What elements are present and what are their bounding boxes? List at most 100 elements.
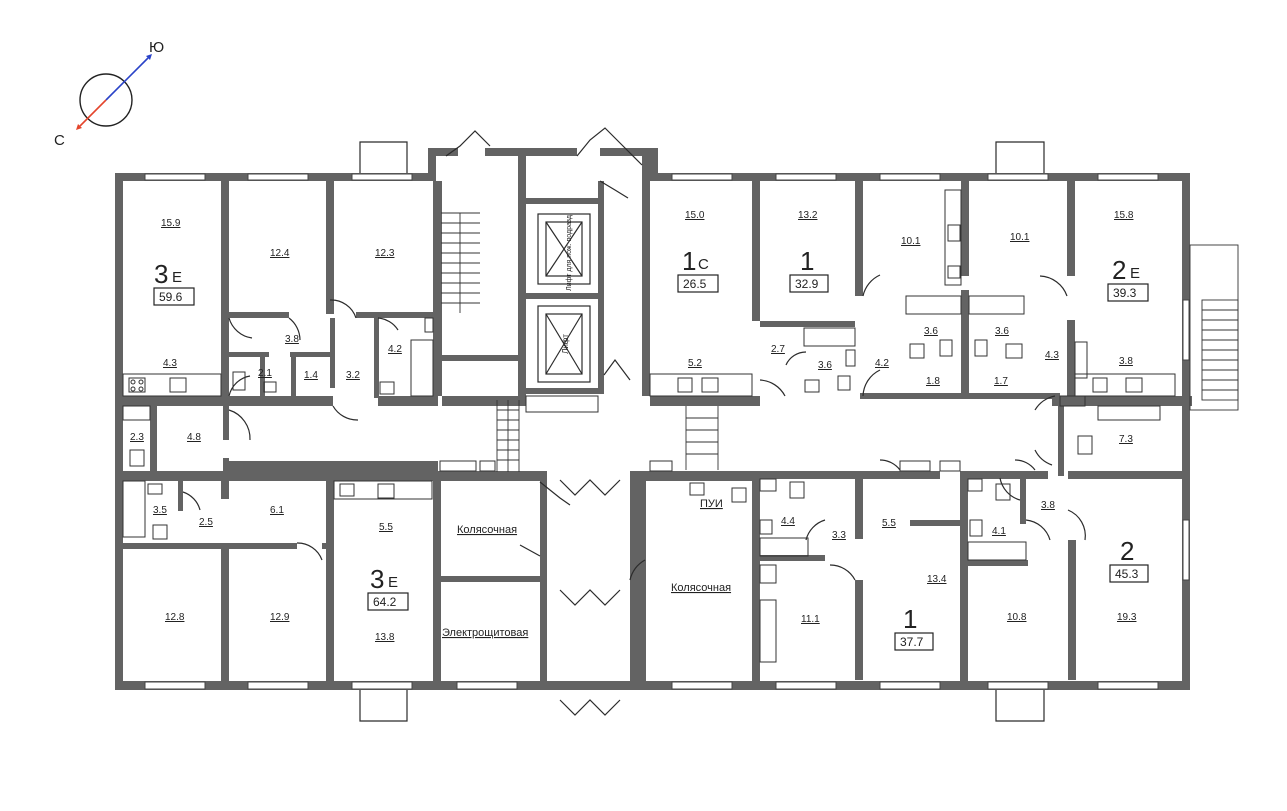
room-area: 4.3 xyxy=(1045,350,1059,361)
room-area: 4.2 xyxy=(875,358,889,369)
interior-walls xyxy=(123,156,1192,681)
room-area: 4.1 xyxy=(992,526,1006,537)
apt-suffix: Е xyxy=(172,269,182,286)
compass-south-arrow xyxy=(105,57,149,101)
room-area: 2.1 xyxy=(258,368,272,379)
compass-north-label: С xyxy=(54,132,65,149)
room-area: 4.8 xyxy=(187,432,201,443)
wall-right xyxy=(1182,173,1190,690)
room-area: 12.9 xyxy=(270,612,290,623)
room-area: 3.8 xyxy=(285,334,299,345)
wall-stair-left xyxy=(428,148,436,181)
stairs-entrance-right xyxy=(685,406,719,470)
elevator-regular: Лифт xyxy=(537,305,591,383)
room-area: 3.2 xyxy=(346,370,360,381)
stairs-left xyxy=(441,212,480,313)
apt-type: 1 xyxy=(800,246,814,276)
apt-type: 1 xyxy=(682,246,696,276)
room-name-electrical: Электрощитовая xyxy=(442,627,528,639)
wall-stair-right xyxy=(642,148,658,181)
window xyxy=(775,681,837,690)
room-area: 15.8 xyxy=(1114,210,1134,221)
room-area: 4.4 xyxy=(781,516,795,527)
apt-badge-1-bottom: 1 37.7 xyxy=(894,604,934,651)
window xyxy=(1097,173,1159,181)
room-area: 10.8 xyxy=(1007,612,1027,623)
apt-badge-3e-left-bottom: 3 Е 64.2 xyxy=(367,564,409,611)
room-area: 1.4 xyxy=(304,370,318,381)
apt-area: 59.6 xyxy=(159,290,183,304)
windows xyxy=(144,173,1190,690)
room-area: 3.6 xyxy=(924,326,938,337)
apt-suffix: С xyxy=(698,256,709,273)
room-area: 3.5 xyxy=(153,505,167,516)
apt-area: 26.5 xyxy=(683,277,707,291)
room-area: 1.7 xyxy=(994,376,1008,387)
outer-walls xyxy=(115,148,1190,690)
room-area: 6.1 xyxy=(270,505,284,516)
room-area: 1.8 xyxy=(926,376,940,387)
compass: Ю С xyxy=(54,39,164,149)
apt-type: 3 xyxy=(154,259,168,289)
compass-north-arrowhead xyxy=(76,124,82,130)
apt-type: 2 xyxy=(1112,255,1126,285)
stairs-external-right xyxy=(1189,244,1239,411)
fixtures xyxy=(122,189,1176,663)
room-area: 5.5 xyxy=(882,518,896,529)
elevator-fire-label: Лифт для пож. подразд. xyxy=(566,213,573,291)
apt-badge-2-bottom: 2 45.3 xyxy=(1109,536,1149,583)
window xyxy=(671,173,733,181)
apt-area: 32.9 xyxy=(795,277,819,291)
window xyxy=(247,681,309,690)
room-area: 5.5 xyxy=(379,522,393,533)
apt-suffix: Е xyxy=(1130,265,1140,282)
room-area: 2.5 xyxy=(199,517,213,528)
window xyxy=(987,681,1049,690)
compass-north-arrow xyxy=(79,99,107,127)
balconies xyxy=(359,141,1045,722)
apt-type: 3 xyxy=(370,564,384,594)
room-area: 11.1 xyxy=(801,614,820,625)
apt-type: 1 xyxy=(903,604,917,634)
room-area: 3.6 xyxy=(995,326,1009,337)
apt-area: 45.3 xyxy=(1115,567,1139,581)
window xyxy=(144,173,206,181)
window xyxy=(144,681,206,690)
apt-suffix: Е xyxy=(388,574,398,591)
wall-stair-top xyxy=(428,148,458,156)
window xyxy=(351,173,413,181)
balcony-bottom-right xyxy=(995,690,1045,722)
room-area: 3.8 xyxy=(1041,500,1055,511)
room-area: 12.4 xyxy=(270,248,290,259)
room-area: 12.3 xyxy=(375,248,395,259)
window xyxy=(879,681,941,690)
room-area: 10.1 xyxy=(1010,232,1030,243)
balcony-bottom-left xyxy=(359,690,408,722)
apt-area: 39.3 xyxy=(1113,286,1137,300)
room-area: 13.4 xyxy=(927,574,947,585)
wall-left xyxy=(115,173,123,690)
apt-area: 37.7 xyxy=(900,635,924,649)
room-area: 7.3 xyxy=(1119,434,1133,445)
window xyxy=(879,173,941,181)
compass-south-label: Ю xyxy=(149,39,164,56)
window xyxy=(1097,681,1159,690)
compass-circle xyxy=(79,73,133,127)
room-area: 3.8 xyxy=(1119,356,1133,367)
window xyxy=(351,681,413,690)
room-area: 13.2 xyxy=(798,210,818,221)
compass-south-arrowhead xyxy=(146,54,152,60)
room-area: 2.3 xyxy=(130,432,144,443)
elevator-fire: Лифт для пож. подразд. xyxy=(537,213,591,291)
window xyxy=(247,173,309,181)
room-area: 2.7 xyxy=(771,344,785,355)
window xyxy=(456,681,518,690)
apt-badge-2e: 2 Е 39.3 xyxy=(1107,255,1149,302)
window xyxy=(1182,299,1190,361)
apt-badge-1-top: 1 32.9 xyxy=(789,246,829,293)
room-name-pui: ПУИ xyxy=(700,498,723,510)
elevator-regular-label: Лифт xyxy=(561,334,570,354)
stairs-entrance-left xyxy=(496,400,520,472)
room-area: 10.1 xyxy=(901,236,921,247)
room-area: 12.8 xyxy=(165,612,185,623)
